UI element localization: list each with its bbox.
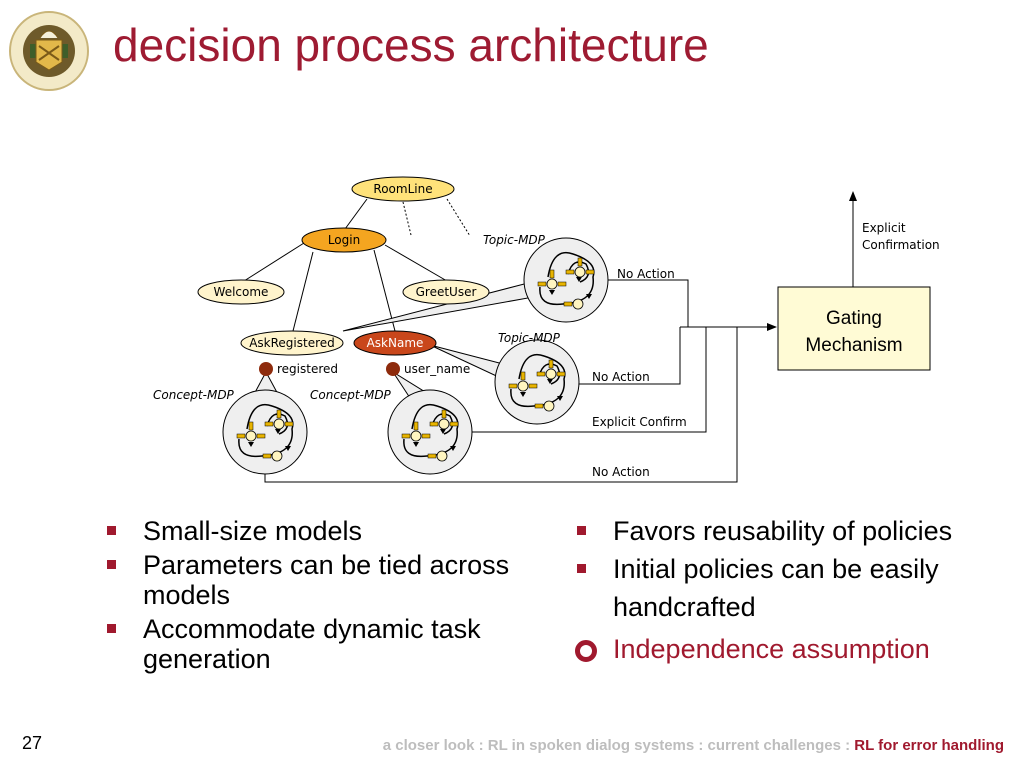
node-welcome: Welcome <box>197 279 285 305</box>
topic-mdp-2 <box>494 339 580 425</box>
ring-bullet-icon <box>575 640 597 662</box>
edge-label-concept2: Explicit Confirm <box>592 415 687 429</box>
slide-title: decision process architecture <box>113 19 709 71</box>
concept-mdp-2 <box>387 389 473 475</box>
svg-text:user_name: user_name <box>404 362 470 376</box>
cmu-seal-logo <box>8 10 90 92</box>
bullet-item: Initial policies can be easily handcraft… <box>577 550 1007 626</box>
node-askregistered: AskRegistered <box>240 330 344 356</box>
concept-mdp-1 <box>222 389 308 475</box>
square-bullet-icon <box>107 560 116 569</box>
bullet-item: Small-size models <box>107 516 547 546</box>
bullet-item-highlight: Independence assumption <box>575 634 1007 664</box>
topic-mdp-1 <box>523 237 609 323</box>
topic-mdp-1-label: Topic-MDP <box>483 233 546 247</box>
bullet-item: Accommodate dynamic task generation <box>107 614 547 674</box>
svg-text:registered: registered <box>277 362 338 376</box>
square-bullet-icon <box>107 526 116 535</box>
output-label-line1: Explicit <box>862 221 906 235</box>
svg-text:AskName: AskName <box>367 336 424 350</box>
node-roomline: RoomLine <box>351 176 455 202</box>
concept-mdp-1-label: Concept-MDP <box>153 388 235 402</box>
square-bullet-icon <box>577 526 586 535</box>
svg-text:AskRegistered: AskRegistered <box>249 336 335 350</box>
concept-registered: registered <box>259 362 338 376</box>
bullet-item: Favors reusability of policies <box>577 516 1007 546</box>
left-bullet-list: Small-size models Parameters can be tied… <box>107 516 547 678</box>
concept-mdp-2-label: Concept-MDP <box>310 388 392 402</box>
page-number: 27 <box>22 733 43 753</box>
node-askname: AskName <box>353 330 437 356</box>
square-bullet-icon <box>107 624 116 633</box>
svg-text:RoomLine: RoomLine <box>373 182 432 196</box>
tree-edges <box>243 198 471 332</box>
footer-path: a closer look : RL in spoken dialog syst… <box>382 737 855 754</box>
footer-breadcrumb: a closer look : RL in spoken dialog syst… <box>383 737 1004 754</box>
output-label-line2: Confirmation <box>862 238 940 252</box>
edge-label-topic1: No Action <box>617 267 675 281</box>
svg-text:Login: Login <box>328 233 360 247</box>
concept-user-name: user_name <box>386 362 470 376</box>
svg-text:Mechanism: Mechanism <box>805 335 902 356</box>
footer-current-section: RL for error handling <box>854 737 1004 754</box>
right-bullet-list: Favors reusability of policies Initial p… <box>575 516 1007 668</box>
node-greetuser: GreetUser <box>402 279 490 305</box>
node-login: Login <box>301 227 387 253</box>
gating-mechanism-box: Gating Mechanism <box>777 286 931 371</box>
square-bullet-icon <box>577 564 586 573</box>
svg-text:GreetUser: GreetUser <box>416 285 477 299</box>
svg-text:Welcome: Welcome <box>214 285 269 299</box>
bullet-item: Parameters can be tied across models <box>107 550 547 610</box>
svg-text:Gating: Gating <box>826 308 882 329</box>
edge-label-concept1: No Action <box>592 465 650 479</box>
connectors <box>264 191 857 483</box>
edge-label-topic2: No Action <box>592 370 650 384</box>
topic-mdp-2-label: Topic-MDP <box>498 331 561 345</box>
